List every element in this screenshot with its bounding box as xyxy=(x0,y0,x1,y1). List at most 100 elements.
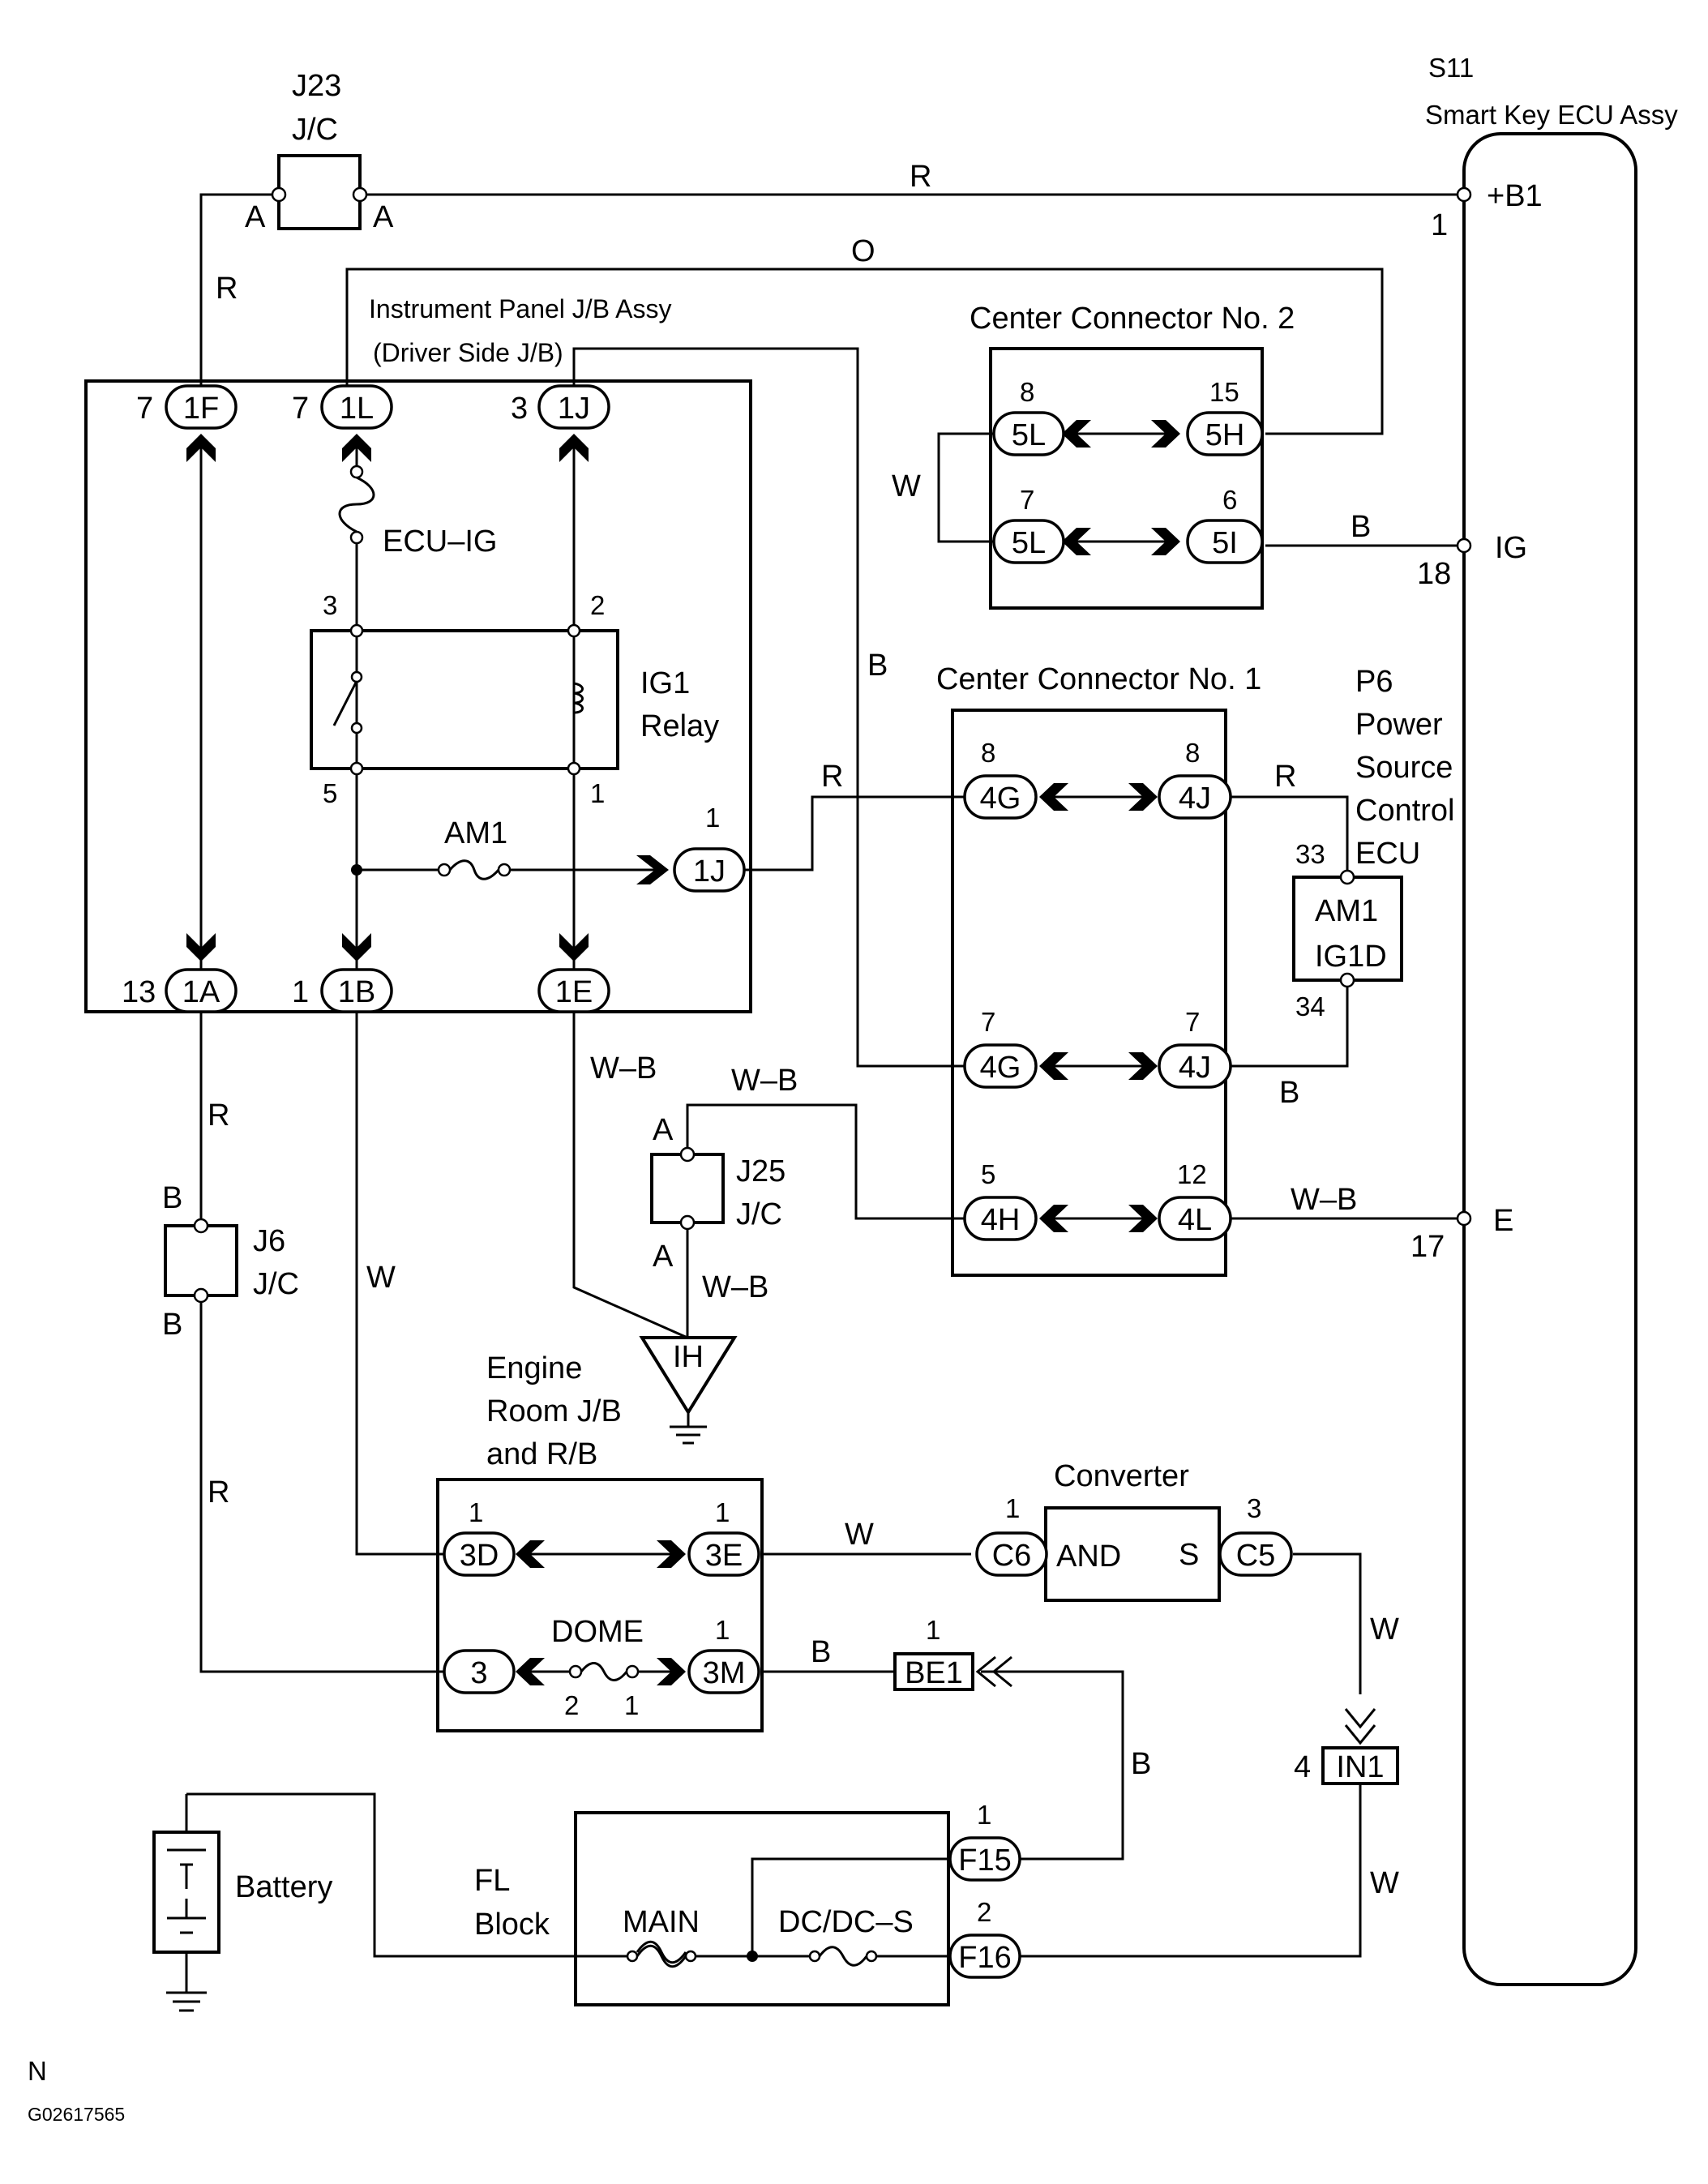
dome-pin-1: 1 xyxy=(624,1690,639,1720)
connector-1b: 1B xyxy=(338,975,375,1009)
wire-color-r-1j: R xyxy=(821,760,843,794)
converter-s: S xyxy=(1179,1538,1199,1572)
connector-5i: 5I xyxy=(1212,526,1238,560)
connector-4l: 4L xyxy=(1178,1203,1212,1237)
wire-color-w-loop: W xyxy=(892,469,921,503)
j23-junction: J23 J/C A A xyxy=(245,69,394,234)
connector-1a: 1A xyxy=(182,975,220,1009)
room-jb-label: Room J/B xyxy=(486,1394,622,1428)
pin-4j-top: 8 xyxy=(1185,738,1200,768)
pin-f15: 1 xyxy=(977,1800,991,1830)
wire-color-r-top: R xyxy=(910,160,931,194)
converter: Converter AND S C6 1 C5 3 xyxy=(975,1459,1293,1602)
connector-4j-top: 4J xyxy=(1179,782,1211,816)
pin-4g-bottom: 7 xyxy=(981,1007,995,1037)
battery-label: Battery xyxy=(235,1870,332,1904)
pin-1j-top: 3 xyxy=(511,392,528,426)
ecu-ig1d-label: IG1D xyxy=(1315,940,1387,974)
wire-color-wb-ih: W–B xyxy=(702,1270,768,1304)
wire-color-wb-1e: W–B xyxy=(590,1051,657,1086)
converter-and: AND xyxy=(1056,1540,1121,1574)
center-connector-1: Center Connector No. 1 4G 8 4J 8 4G 7 4J… xyxy=(936,662,1261,1277)
am1-fuse-label: AM1 xyxy=(444,816,507,850)
p6-label: P6 xyxy=(1355,665,1393,699)
pin-5i: 6 xyxy=(1222,485,1237,515)
block-label: Block xyxy=(474,1908,550,1942)
relay-pin-5: 5 xyxy=(323,778,337,808)
pin-1f: 7 xyxy=(136,392,153,426)
j25-pin-a-top: A xyxy=(653,1113,674,1147)
ip-jb-label: Instrument Panel J/B Assy xyxy=(369,294,672,323)
pin-3e: 1 xyxy=(715,1497,730,1527)
pin-3d: 1 xyxy=(469,1497,483,1527)
connector-1f: 1F xyxy=(183,392,219,426)
wire-color-b-ig1d: B xyxy=(1279,1076,1299,1110)
j23-type: J/C xyxy=(292,113,338,147)
wire-color-o: O xyxy=(851,234,875,268)
j6-pin-b-top: B xyxy=(162,1181,182,1215)
engine-label: Engine xyxy=(486,1351,582,1385)
pin-be1: 1 xyxy=(926,1615,940,1645)
plus-b1-label: +B1 xyxy=(1487,179,1543,213)
center-connector-2: Center Connector No. 2 5L 8 5H 15 5L 7 5… xyxy=(970,302,1295,610)
and-rb-label: and R/B xyxy=(486,1437,597,1471)
pin-1b: 1 xyxy=(292,975,309,1009)
s11-label: S11 xyxy=(1428,53,1474,83)
main-fuse-label: MAIN xyxy=(623,1905,700,1939)
connector-4j-bottom: 4J xyxy=(1179,1051,1211,1085)
pin-c6: 1 xyxy=(1005,1493,1020,1523)
dome-pin-2: 2 xyxy=(564,1690,579,1720)
connector-f15: F15 xyxy=(958,1844,1011,1878)
wire-color-w-3e: W xyxy=(845,1518,874,1552)
wire-color-r-1a: R xyxy=(208,1098,229,1133)
connector-3m: 3M xyxy=(703,1656,746,1690)
wire-color-r-j6: R xyxy=(208,1475,229,1510)
connector-c6: C6 xyxy=(992,1539,1032,1573)
center-conn-2-label: Center Connector No. 2 xyxy=(970,302,1295,336)
smart-key-ecu-label: Smart Key ECU Assy xyxy=(1425,100,1678,130)
converter-label: Converter xyxy=(1054,1459,1189,1493)
wire-color-wb-j25: W–B xyxy=(731,1064,798,1098)
footer-n: N xyxy=(28,2056,47,2086)
wire-color-b-3m: B xyxy=(811,1635,831,1669)
pin-am1: 33 xyxy=(1295,839,1325,869)
pin-4g-top: 8 xyxy=(981,738,995,768)
wire-color-r-am1: R xyxy=(1274,760,1296,794)
j6-label: J6 xyxy=(253,1224,285,1258)
pin-in1: 4 xyxy=(1294,1750,1311,1784)
be1-connector: BE1 1 xyxy=(893,1615,1012,1691)
wire-color-wb-e: W–B xyxy=(1291,1183,1357,1217)
footer: N G02617565 xyxy=(28,2056,125,2125)
connector-3e: 3E xyxy=(705,1539,743,1573)
source-label: Source xyxy=(1355,751,1453,785)
wire-color-w-in1: W xyxy=(1370,1866,1399,1900)
j23-label: J23 xyxy=(292,69,341,103)
connector-4g-top: 4G xyxy=(980,782,1021,816)
j6-type: J/C xyxy=(253,1267,299,1301)
fl-label: FL xyxy=(474,1864,510,1898)
connector-4g-bottom: 4G xyxy=(980,1051,1021,1085)
power-source-control-ecu: P6 Power Source Control ECU 33 AM1 IG1D … xyxy=(1292,665,1455,1021)
wire-color-b-be1: B xyxy=(1131,1747,1151,1781)
in1-connector: IN1 4 xyxy=(1294,1708,1399,1785)
ig1-label: IG1 xyxy=(640,666,690,700)
dome-label: DOME xyxy=(551,1615,644,1649)
connector-be1: BE1 xyxy=(905,1656,963,1690)
wire-color-labels: R R O W B B R R B W–B W–B W–B W–B R W R … xyxy=(208,160,1399,1900)
pin-4j-bottom: 7 xyxy=(1185,1007,1200,1037)
center-conn-1-label: Center Connector No. 1 xyxy=(936,662,1261,696)
wire-color-b-1j: B xyxy=(867,649,888,683)
wire-color-b-ig: B xyxy=(1351,510,1371,544)
driver-side-jb-label: (Driver Side J/B) xyxy=(373,338,563,367)
pin-1a: 13 xyxy=(122,975,156,1009)
engine-room-jb: Engine Room J/B and R/B DOME 2 1 3D 1 3E… xyxy=(436,1351,764,1732)
control-label: Control xyxy=(1355,794,1455,828)
relay-label: Relay xyxy=(640,709,719,743)
connector-5l-top: 5L xyxy=(1012,418,1046,452)
e-pin: 17 xyxy=(1410,1230,1445,1264)
pin-4l: 12 xyxy=(1177,1159,1207,1189)
relay-pin-3: 3 xyxy=(323,590,337,620)
ih-ground: IH xyxy=(639,1336,738,1445)
ig-label: IG xyxy=(1495,531,1527,565)
j6-pin-b-bottom: B xyxy=(162,1308,182,1342)
